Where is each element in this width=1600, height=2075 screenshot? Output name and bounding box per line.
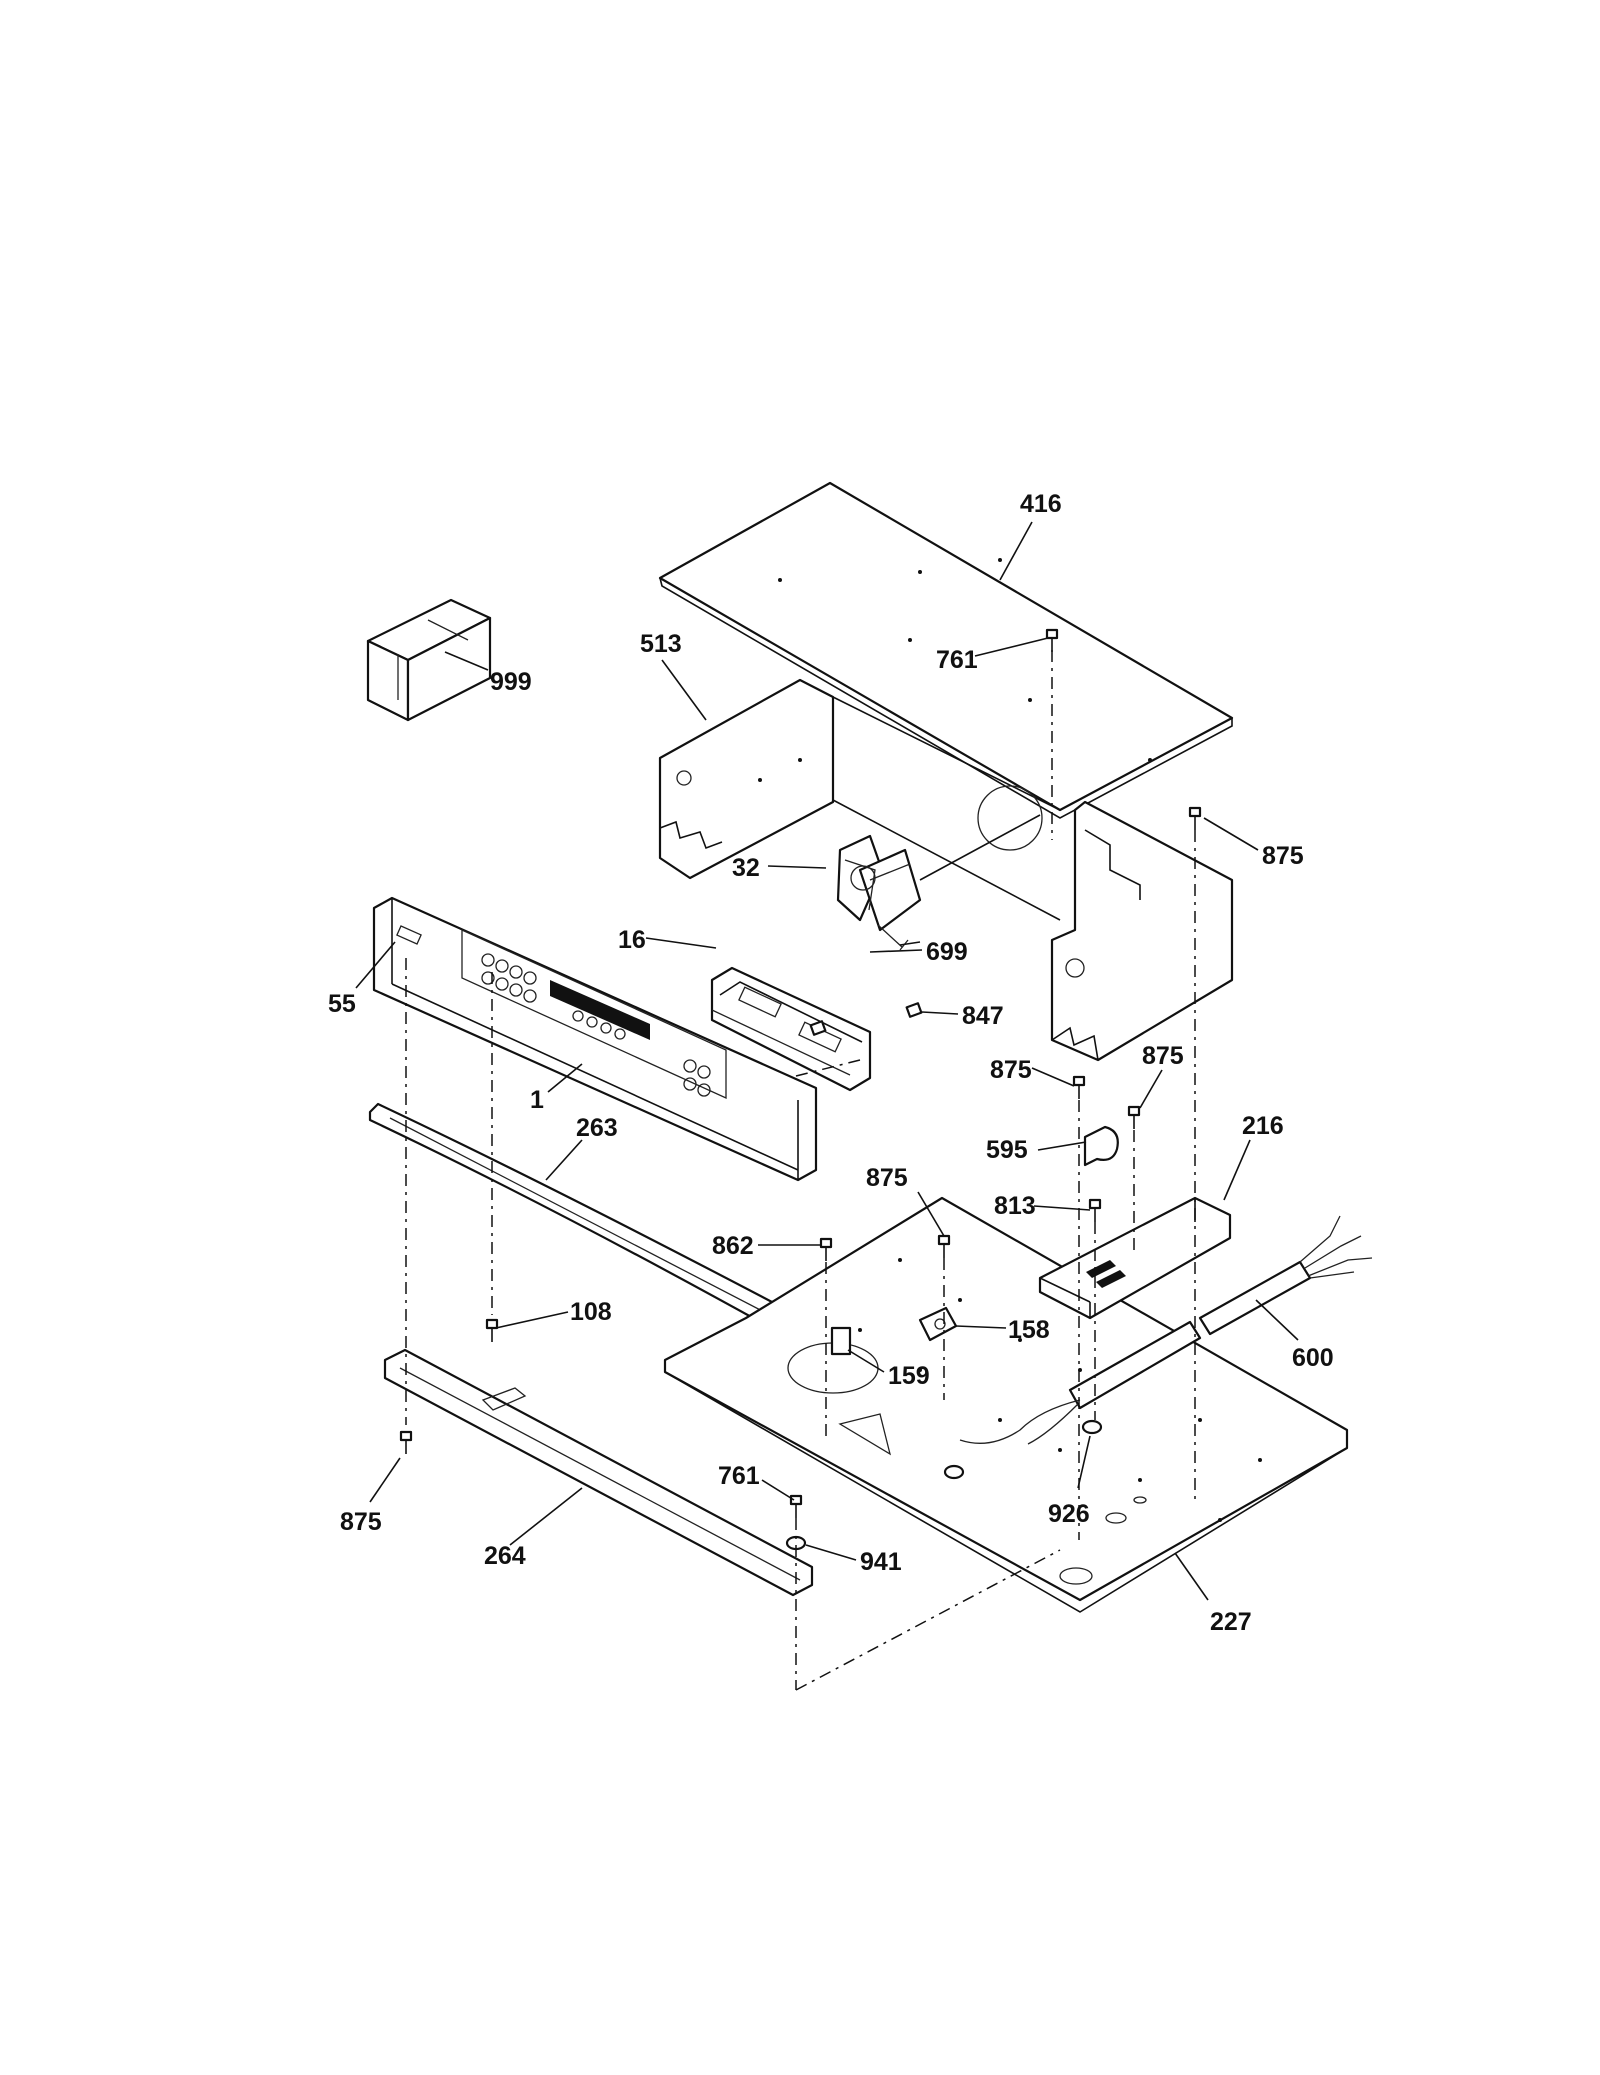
callout-847: 847: [962, 1002, 1004, 1030]
rear-side-panel-right: [1050, 800, 1234, 1062]
callout-264: 264: [484, 1542, 526, 1570]
callout-416: 416: [1020, 490, 1062, 518]
assembly-lines: [405, 650, 1196, 1691]
callout-595: 595: [986, 1136, 1028, 1164]
callout-761: 761: [936, 646, 978, 674]
parts-box: [366, 598, 492, 722]
clamp: [1083, 1125, 1119, 1167]
callout-875: 875: [990, 1056, 1032, 1084]
callout-32: 32: [732, 854, 760, 882]
callout-600: 600: [1292, 1344, 1334, 1372]
rear-side-panel-left: [658, 678, 1061, 921]
switch: [830, 1326, 852, 1356]
callout-999: 999: [490, 668, 532, 696]
callout-227: 227: [1210, 1608, 1252, 1636]
callout-labels: 416 513 761 999 875 32 16 699 55 847 1 8…: [328, 490, 1334, 1636]
callout-875: 875: [866, 1164, 908, 1192]
callout-875: 875: [340, 1508, 382, 1536]
control-panel: [372, 896, 818, 1182]
callout-862: 862: [712, 1232, 754, 1260]
callout-875: 875: [1142, 1042, 1184, 1070]
callout-263: 263: [576, 1114, 618, 1142]
callout-813: 813: [994, 1192, 1036, 1220]
conduit: [959, 1215, 1373, 1445]
callout-158: 158: [1008, 1316, 1050, 1344]
callout-108: 108: [570, 1298, 612, 1326]
callout-699: 699: [926, 938, 968, 966]
callout-216: 216: [1242, 1112, 1284, 1140]
bottom-panel: [663, 1196, 1349, 1613]
callout-159: 159: [888, 1362, 930, 1390]
bottom-trim: [383, 1348, 814, 1597]
badge: [396, 925, 422, 945]
top-cover-panel: [658, 481, 1234, 819]
callout-941: 941: [860, 1548, 902, 1576]
control-board: [710, 966, 872, 1092]
callout-513: 513: [640, 630, 682, 658]
terminal-cover: [1038, 1196, 1232, 1320]
screws: [399, 628, 1202, 1518]
callout-16: 16: [618, 926, 646, 954]
callout-761: 761: [718, 1462, 760, 1490]
washers: [785, 1419, 1103, 1551]
callout-875: 875: [1262, 842, 1304, 870]
callout-1: 1: [530, 1086, 544, 1114]
cooling-fan-motor: [836, 814, 1041, 951]
callout-926: 926: [1048, 1500, 1090, 1528]
callout-55: 55: [328, 990, 356, 1018]
leader-lines: [355, 521, 1299, 1601]
